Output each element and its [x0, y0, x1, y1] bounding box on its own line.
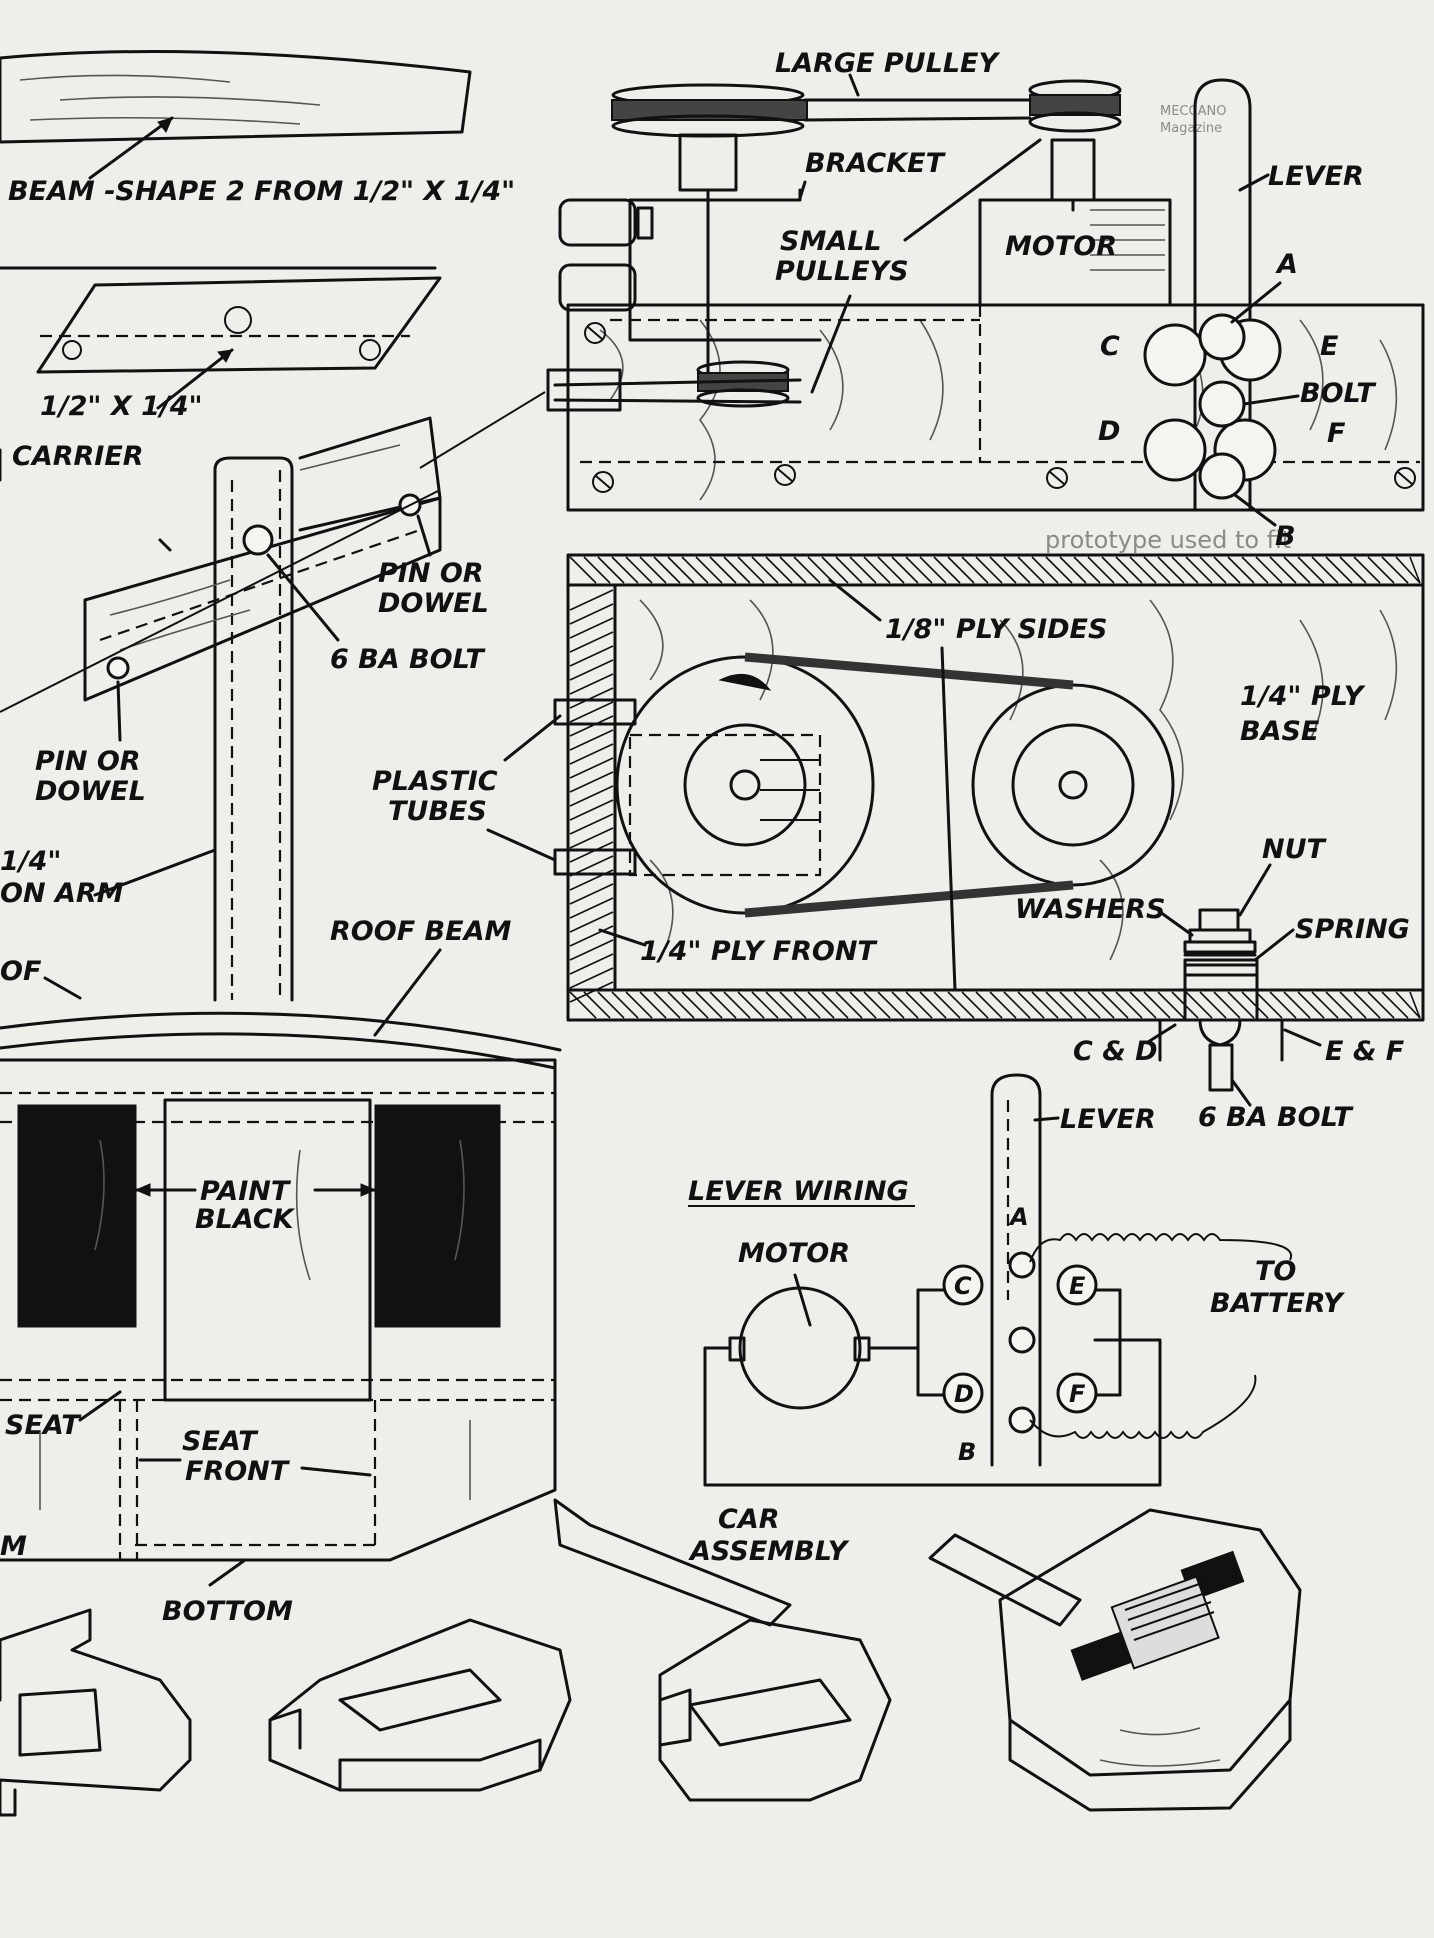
- pin-dowel-label-1a: PIN OR: [378, 558, 484, 589]
- spring-label: SPRING: [1295, 914, 1410, 945]
- pos-c-label: C: [1100, 331, 1120, 362]
- ply-front-label: 1/4" PLY FRONT: [640, 936, 878, 967]
- paint-label-1: PAINT: [200, 1176, 292, 1207]
- plastic-tubes-label-2: TUBES: [388, 796, 487, 827]
- carrier-size-label: 1/2" X 1/4": [40, 391, 203, 422]
- lever-top-label: LEVER: [1268, 161, 1364, 192]
- motor-top-label: MOTOR: [1005, 231, 1117, 262]
- terminal-c: C: [954, 1272, 972, 1300]
- washers-label: WASHERS: [1015, 894, 1165, 925]
- terminal-b: B: [958, 1438, 976, 1466]
- car-assembly-label-1: CAR: [718, 1504, 780, 1535]
- bg-subheading: Magazine: [1160, 121, 1222, 136]
- seat-front-label-1: SEAT: [182, 1426, 259, 1457]
- roof-partial-label: OF: [0, 956, 42, 987]
- pin-dowel-label-2b: DOWEL: [35, 776, 146, 807]
- nut-label: NUT: [1262, 834, 1328, 865]
- beam-label: BEAM -SHAPE 2 FROM 1/2" X 1/4": [8, 176, 515, 207]
- to-battery-label-2: BATTERY: [1210, 1288, 1345, 1319]
- ply-sides-label: 1/8" PLY SIDES: [885, 614, 1107, 645]
- seat-label: SEAT: [5, 1410, 82, 1441]
- carrier-plate: 1/2" X 1/4" CARRIER: [0, 266, 442, 482]
- paint-label-2: BLACK: [195, 1204, 296, 1235]
- c-and-d-label: C & D: [1073, 1036, 1158, 1067]
- pos-f-label: F: [1327, 418, 1346, 449]
- arm-label: ON ARM: [0, 878, 124, 909]
- terminal-a: A: [1008, 1203, 1029, 1231]
- ply-base-label-2: BASE: [1240, 716, 1320, 747]
- plan-view: 1/8" PLY SIDES 1/4" PLY BASE NUT WASHERS…: [553, 553, 1425, 1133]
- ply-base-label-1: 1/4" PLY: [1240, 681, 1366, 712]
- terminal-f: F: [1069, 1380, 1086, 1408]
- bolt-label: BOLT: [1300, 378, 1377, 409]
- small-pulleys-label-1: SMALL: [780, 226, 882, 257]
- pin-dowel-label-1b: DOWEL: [378, 588, 489, 619]
- arm-assembly: PIN OR DOWEL 6 BA BOLT PIN OR DOWEL PLAS…: [0, 391, 562, 1002]
- arm-size-label: 1/4": [0, 846, 62, 877]
- bracket-label: BRACKET: [805, 148, 947, 179]
- screws: [584, 322, 1416, 493]
- hatch-bottom: [569, 991, 1421, 1019]
- lever-wiring-title: LEVER WIRING: [688, 1176, 909, 1207]
- hatch-top: [569, 556, 1421, 584]
- m-partial-label: M: [0, 1531, 27, 1562]
- car-body-side: ROOF BEAM PAINT BLACK SEAT SEAT FRONT BO…: [0, 916, 562, 1627]
- car-assembly: CAR ASSEMBLY: [0, 1498, 1302, 1817]
- motor-box: LARGE PULLEY BRACKET LEVER SMALL PULLEYS…: [546, 48, 1425, 552]
- bg-caption: prototype used to fit: [1045, 526, 1291, 554]
- pin-dowel-label-2a: PIN OR: [35, 746, 141, 777]
- pos-e-label: E: [1320, 331, 1339, 362]
- roof-beam-label: ROOF BEAM: [330, 916, 511, 947]
- background-print: MECCANO Magazine prototype used to fit: [1045, 104, 1291, 554]
- bolt-6ba-label: 6 BA BOLT: [330, 644, 486, 675]
- seat-front-label-2: FRONT: [185, 1456, 291, 1487]
- lever-mid-label: LEVER: [1060, 1104, 1156, 1135]
- pos-b-label: B: [1275, 521, 1296, 552]
- e-and-f-label: E & F: [1325, 1036, 1405, 1067]
- hatch-front: [569, 589, 614, 1003]
- pos-a-label: A: [1275, 249, 1298, 280]
- bg-heading: MECCANO: [1160, 104, 1226, 119]
- small-pulleys-label-2: PULLEYS: [775, 256, 909, 287]
- terminal-e: E: [1069, 1272, 1086, 1300]
- beam-drawing: BEAM -SHAPE 2 FROM 1/2" X 1/4": [0, 50, 515, 207]
- lever-middle: LEVER: [990, 1073, 1156, 1467]
- car-assembly-label-2: ASSEMBLY: [688, 1536, 850, 1567]
- bottom-label: BOTTOM: [162, 1596, 293, 1627]
- bolt-6ba-label-2: 6 BA BOLT: [1198, 1102, 1354, 1133]
- motor-wiring-label: MOTOR: [738, 1238, 850, 1269]
- large-pulley-label: LARGE PULLEY: [775, 48, 1000, 79]
- lever-wiring: LEVER WIRING MOTOR C D E F A B TO BATTER…: [688, 1176, 1345, 1487]
- terminal-d: D: [954, 1380, 974, 1408]
- to-battery-label-1: TO: [1255, 1256, 1296, 1287]
- plastic-tubes-label-1: PLASTIC: [372, 766, 498, 797]
- pos-d-label: D: [1098, 416, 1120, 447]
- carrier-label: CARRIER: [12, 441, 144, 472]
